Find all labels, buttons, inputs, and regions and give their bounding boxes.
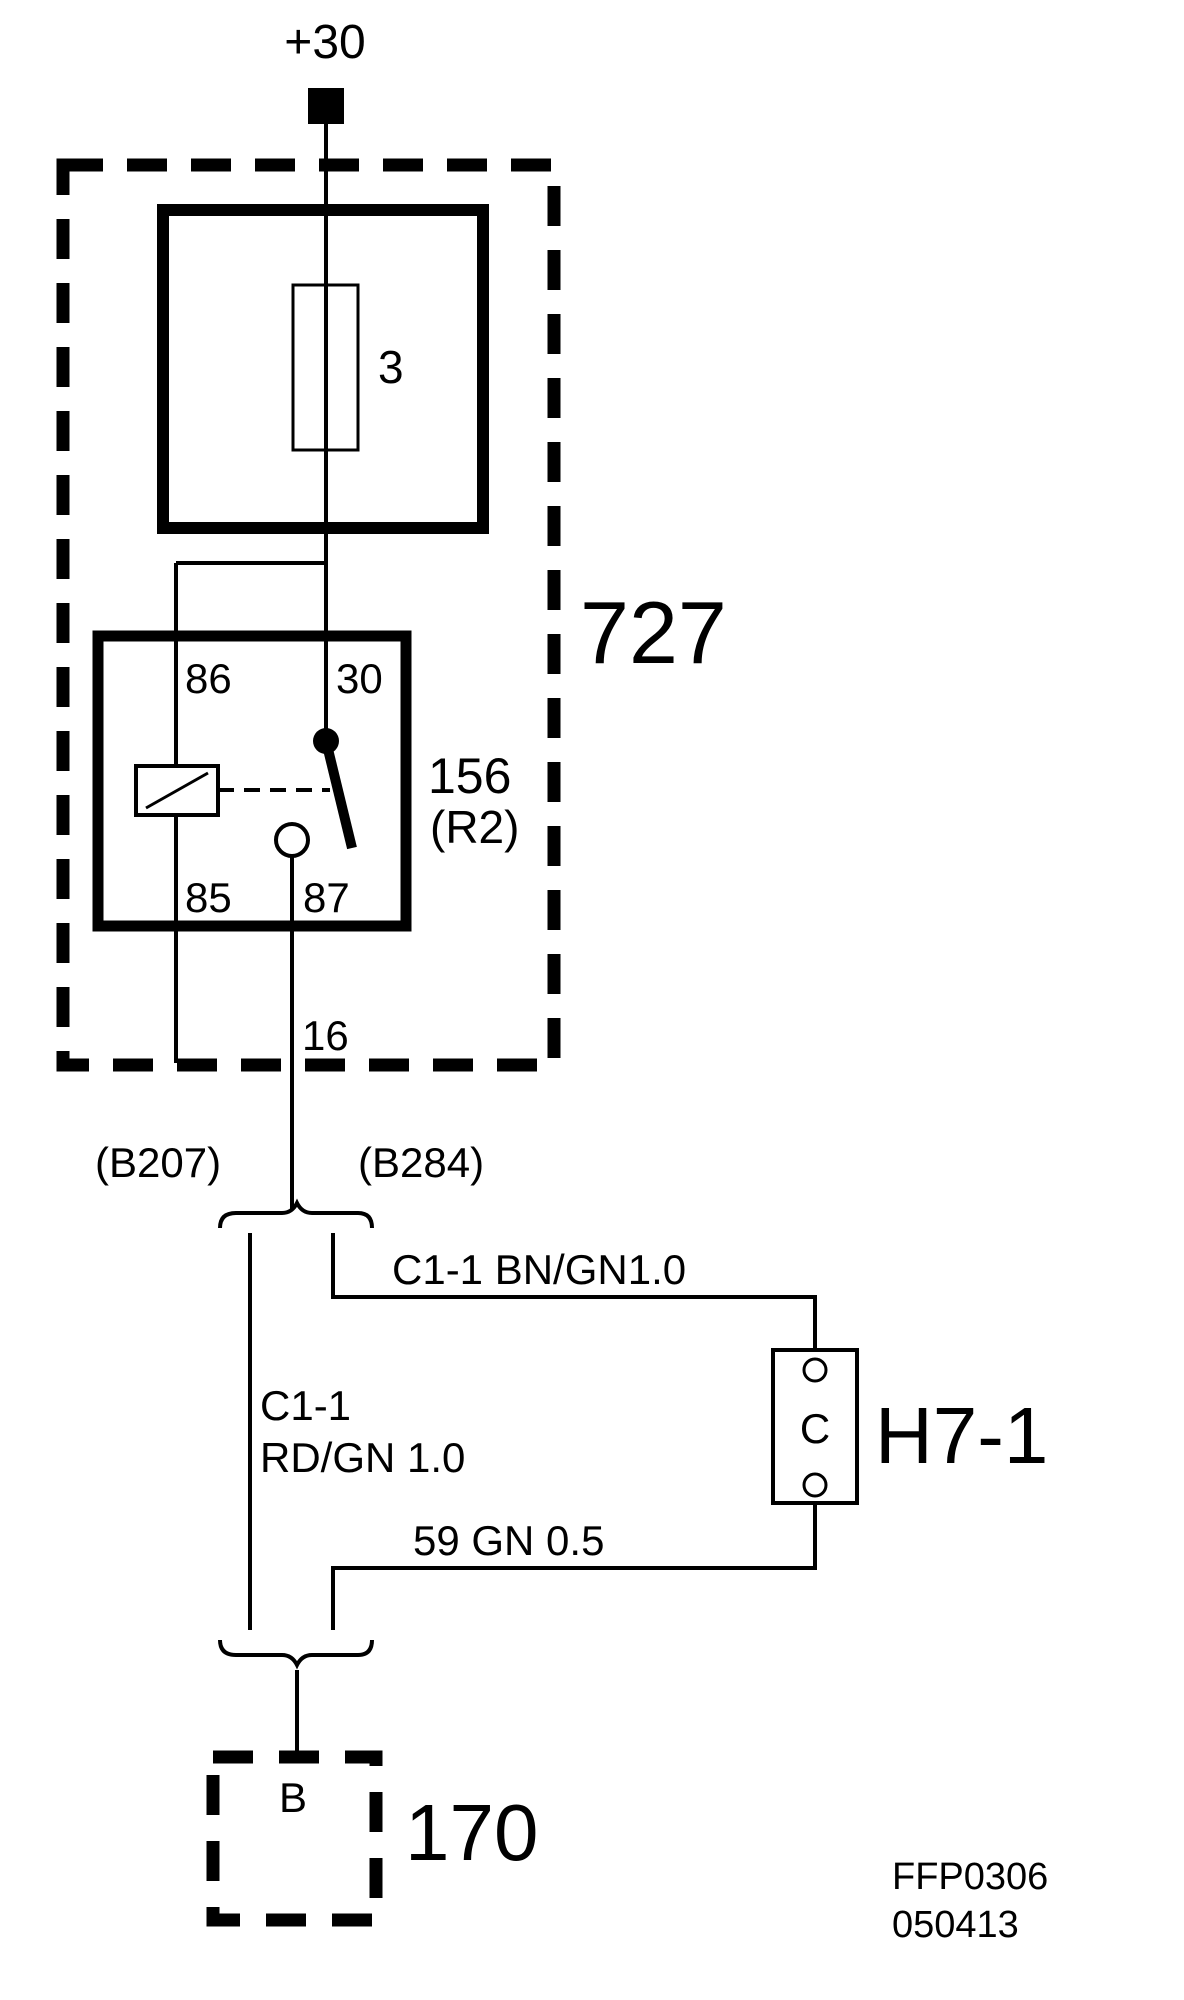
splice-bracket-lower bbox=[218, 1639, 374, 1670]
h7-1-terminal-bottom bbox=[802, 1472, 828, 1498]
h7-1-terminal-top bbox=[802, 1357, 828, 1383]
splice-b284-label: (B284) bbox=[358, 1139, 484, 1186]
relay-pin-30: 30 bbox=[336, 655, 383, 702]
fuse-box bbox=[157, 204, 489, 534]
wire-gn bbox=[331, 1503, 817, 1630]
module-727-label: 727 bbox=[580, 583, 727, 682]
wire-bn-gn bbox=[331, 1233, 817, 1350]
splice-bracket-upper bbox=[218, 1198, 374, 1229]
wire-gn-label: 59 GN 0.5 bbox=[413, 1517, 604, 1564]
h7-1-symbol: C bbox=[800, 1405, 830, 1452]
relay-number: 156 bbox=[428, 748, 511, 804]
module-727-outline bbox=[56, 158, 561, 1072]
supply-label: +30 bbox=[284, 16, 365, 69]
wire-rd-gn-label-2: RD/GN 1.0 bbox=[260, 1434, 465, 1481]
relay-pin-86: 86 bbox=[185, 655, 232, 702]
ground-pin: B bbox=[279, 1774, 307, 1821]
splice-b207-label: (B207) bbox=[95, 1139, 221, 1186]
module-pin-16: 16 bbox=[302, 1012, 349, 1059]
wire-bn-gn-label: C1-1 BN/GN1.0 bbox=[392, 1246, 686, 1293]
wire-rd-gn-label-1: C1-1 bbox=[260, 1382, 351, 1429]
relay-contact-87 bbox=[274, 822, 310, 858]
ground-170-outline bbox=[206, 1750, 383, 1927]
reference-date: 050413 bbox=[892, 1904, 1019, 1946]
h7-1-label: H7-1 bbox=[875, 1391, 1048, 1480]
relay-designation: (R2) bbox=[430, 801, 519, 853]
reference-code: FFP0306 bbox=[892, 1856, 1048, 1898]
fuse-number: 3 bbox=[378, 341, 404, 393]
relay-pin-85: 85 bbox=[185, 874, 232, 921]
supply-terminal bbox=[308, 88, 344, 124]
relay-156-box bbox=[92, 630, 412, 932]
relay-pin-87: 87 bbox=[303, 874, 350, 921]
relay-switch-arm bbox=[321, 739, 357, 850]
ground-170-label: 170 bbox=[405, 1788, 538, 1877]
